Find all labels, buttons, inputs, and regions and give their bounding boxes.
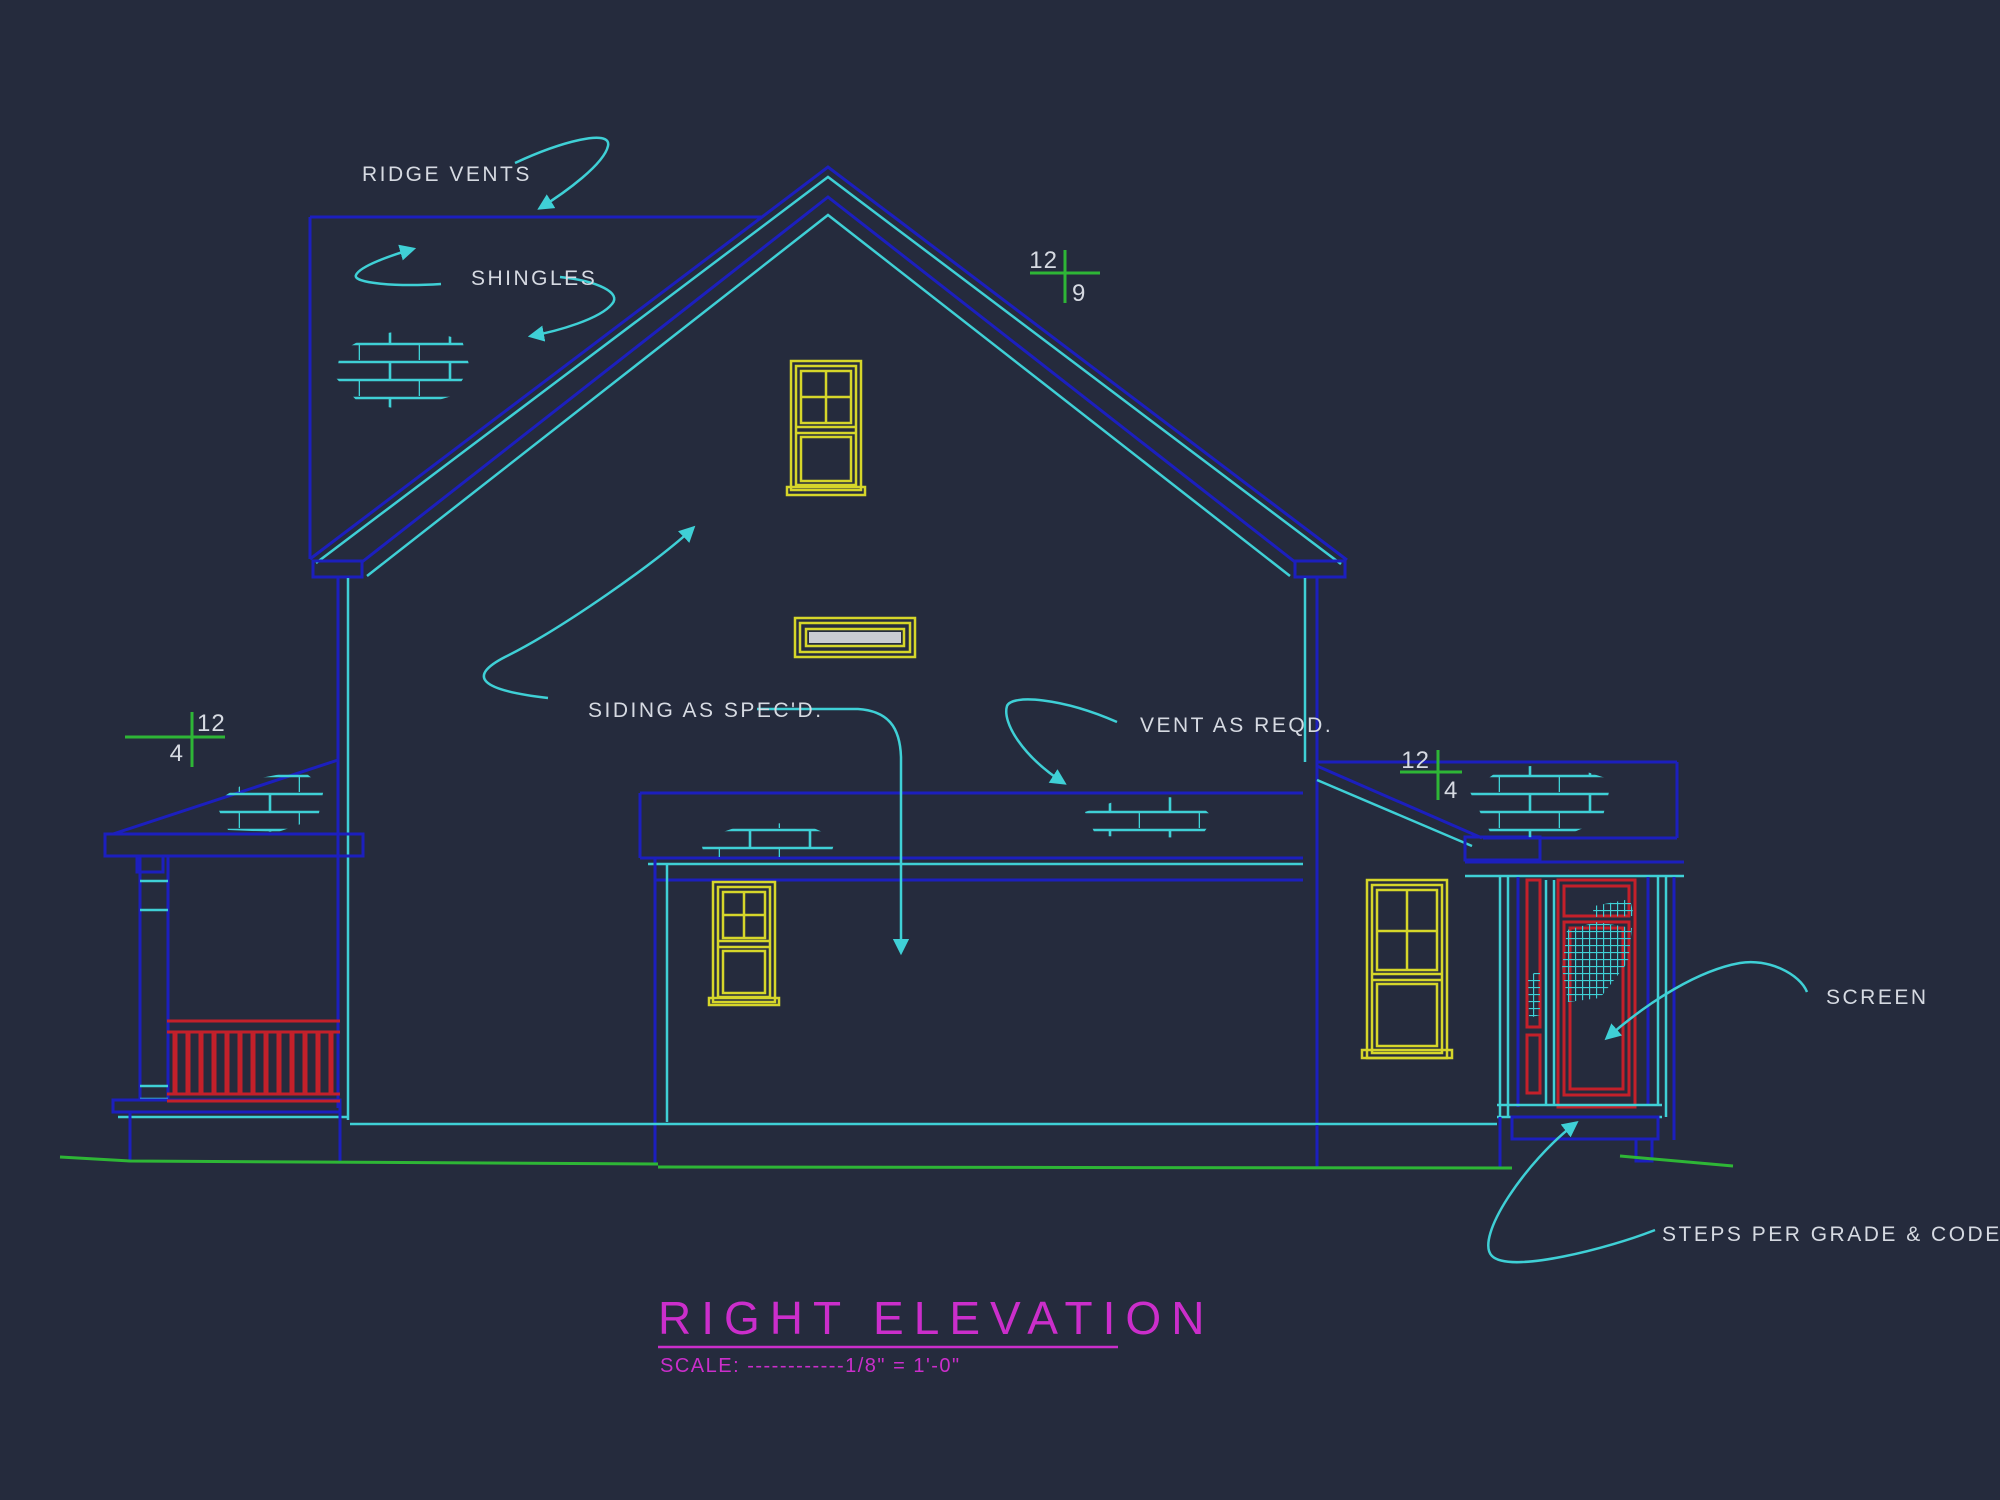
pitch-marker-left-porch: 12 4 [125,710,226,767]
attic-vent [793,616,917,659]
pitch-marker-right-wing: 12 4 [1400,747,1462,804]
porch-step [1510,1115,1660,1141]
screen-mesh-side [1528,968,1540,1018]
upper-window [785,359,867,497]
foundation-lines [128,1108,1502,1167]
pitch-rise-label: 4 [170,740,184,767]
screen-side-panel-upper [1525,878,1542,1029]
pitch-run-label: 12 [1401,747,1430,774]
annotations: RIDGE VENTS SHINGLES SIDING AS SPEC'D. V… [362,163,2000,1246]
left-porch [103,758,365,1119]
screen-mesh-door [1562,922,1632,1002]
pitch-run-label: 12 [1029,247,1058,274]
shingles-leader-left [354,244,442,287]
drawing-title: RIGHT ELEVATION [658,1292,1214,1344]
left-eave-return [311,559,364,579]
shingles-leader-right [527,275,616,342]
gable-shingle-hatch [336,328,470,410]
pitch-run-label: 12 [197,710,226,737]
screen-leader [1604,960,1809,1041]
pitch-rise-label: 9 [1072,280,1086,307]
siding-label: SIDING AS SPEC'D. [588,699,824,722]
right-eave-box [1463,835,1542,862]
siding-leader-curve [482,525,696,700]
right-eave-return [1293,559,1347,579]
pitch-marker-main-roof: 12 9 [1029,247,1100,307]
right-roof-hatch [1470,764,1612,838]
screen-side-panel-lower [1525,1033,1542,1095]
center-roof-hatch-right [1085,796,1214,838]
ridge-vents-label: RIDGE VENTS [362,163,532,186]
porch-railing [167,1019,340,1103]
siding-leader-down [757,707,910,956]
porch-post [138,856,170,1100]
main-gable-roof [309,165,1348,579]
center-wing [350,791,1497,1164]
center-roof-hatch-left [700,822,836,857]
screen-door-frame [1556,878,1637,1109]
upper-window-sill [785,485,867,497]
steps-leader [1487,1121,1656,1264]
center-window-sill [707,996,781,1007]
vent-leader [1005,698,1118,785]
screen-porch [1465,860,1684,1163]
rear-ridge-lines [308,215,761,559]
scale-label: SCALE: ------------1/8" = 1'-0" [660,1355,961,1377]
center-window [707,880,781,1007]
right-window-sill [1360,1048,1454,1060]
screen-label: SCREEN [1826,986,1929,1009]
right-window [1360,878,1454,1060]
vent-label: VENT AS REQD. [1140,714,1333,737]
leader-arrows [354,136,1809,1264]
grade-line [59,1154,1734,1170]
porch-fascia [103,832,365,858]
pitch-rise-label: 4 [1444,777,1458,804]
steps-label: STEPS PER GRADE & CODE [1662,1223,2000,1246]
porch-roof-hatch [215,770,324,832]
shingles-label: SHINGLES [471,267,597,290]
step-footing [1634,1137,1654,1163]
right-wing-roof [1316,760,1679,862]
ridge-vents-leader [514,136,610,210]
screen-mesh-top [1592,899,1634,917]
title-block: RIGHT ELEVATION SCALE: ------------1/8" … [658,1292,1214,1377]
